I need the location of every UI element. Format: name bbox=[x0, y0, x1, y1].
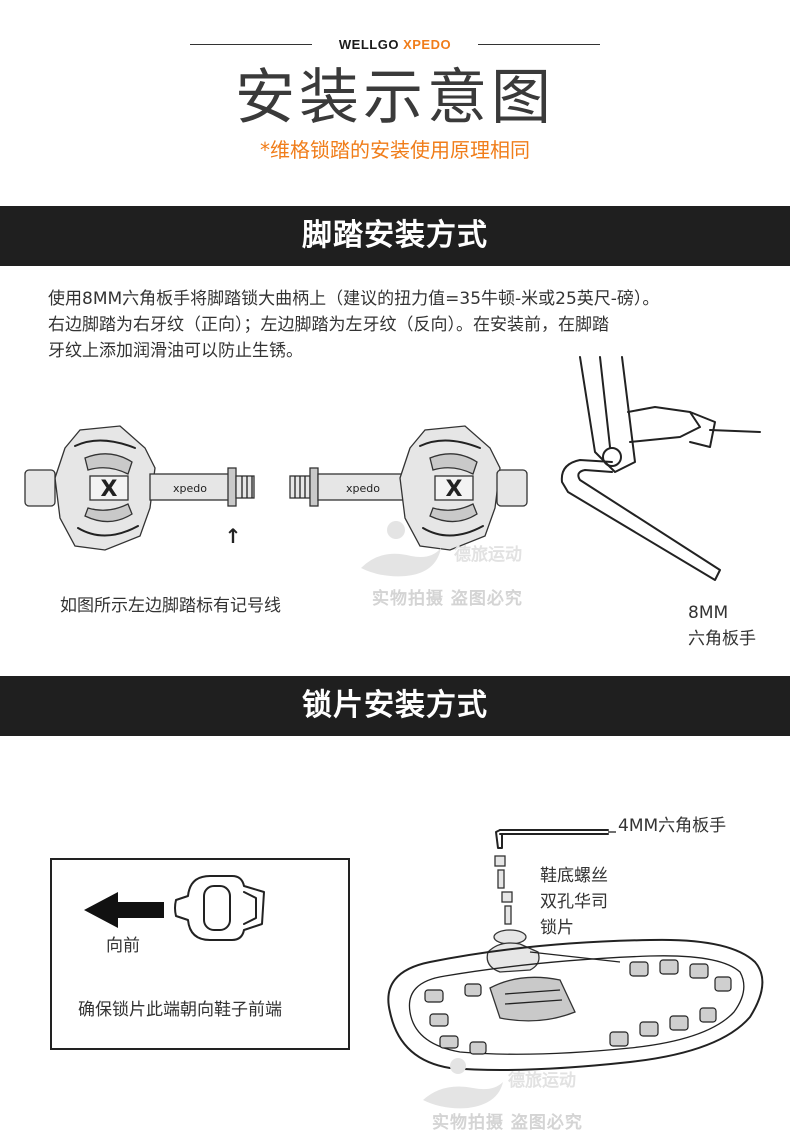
pedal-instructions-line1: 使用8MM六角板手将脚踏锁大曲柄上（建议的扭力值=35牛顿-米或25英尺-磅）。 bbox=[48, 289, 660, 309]
right-pedal-illustration: X xpedo bbox=[289, 425, 528, 551]
wrench-4mm-label: 4MM六角板手 bbox=[618, 816, 727, 836]
watermark-brand-1: 德旅运动 bbox=[454, 545, 522, 565]
pedal-instructions: 使用8MM六角板手将脚踏锁大曲柄上（建议的扭力值=35牛顿-米或25英尺-磅）。… bbox=[48, 286, 768, 364]
forward-label: 向前 bbox=[106, 936, 140, 956]
left-pedal-illustration: X xpedo ↑ bbox=[24, 425, 255, 551]
brand-rule-left bbox=[190, 44, 312, 45]
cleat-label: 锁片 bbox=[540, 918, 574, 938]
pedal-section-heading: 脚踏安装方式 bbox=[0, 206, 790, 266]
pedal-instructions-line2: 右边脚踏为右牙纹（正向）；左边脚踏为左牙纹（反向）。在安装前，在脚踏 bbox=[48, 315, 609, 335]
cleat-top-icon bbox=[174, 875, 265, 941]
forward-arrow-icon bbox=[84, 892, 164, 928]
wrench-8mm-label: 8MM 六角板手 bbox=[688, 600, 756, 652]
cleat-orientation-box bbox=[50, 858, 350, 1050]
left-pedal-logo: X bbox=[101, 477, 118, 502]
screw-label: 鞋底螺丝 bbox=[540, 866, 608, 886]
right-pedal-logo: X bbox=[446, 477, 463, 502]
page-title: 安装示意图 bbox=[235, 63, 555, 133]
brand-wellgo: WELLGO bbox=[338, 37, 399, 52]
brand-rule-right bbox=[478, 44, 600, 45]
watermark-cyclist-icon-2 bbox=[423, 1058, 503, 1109]
watermark-cyclist-icon bbox=[361, 521, 441, 577]
brand-logo: WELLGO XPEDO bbox=[0, 37, 790, 52]
right-axle-brand: xpedo bbox=[346, 482, 380, 495]
wrench-8mm-label-line2: 六角板手 bbox=[688, 629, 756, 649]
watermark-notice-1: 实物拍摄 盗图必究 bbox=[372, 589, 523, 609]
shoe-sole-illustration bbox=[387, 829, 764, 1071]
watermark-notice-2: 实物拍摄 盗图必究 bbox=[432, 1113, 583, 1133]
wrench-8mm-label-line1: 8MM bbox=[688, 603, 729, 623]
marker-arrow-icon: ↑ bbox=[225, 524, 242, 548]
cleat-caption: 确保锁片此端朝向鞋子前端 bbox=[78, 1000, 282, 1020]
marker-caption: 如图所示左边脚踏标有记号线 bbox=[60, 596, 281, 616]
crank-wrench-illustration bbox=[560, 356, 761, 581]
washer-label: 双孔华司 bbox=[540, 892, 608, 912]
cleat-section-heading: 锁片安装方式 bbox=[0, 676, 790, 736]
watermark-brand-2: 德旅运动 bbox=[508, 1071, 576, 1091]
pedal-instructions-line3: 牙纹上添加润滑油可以防止生锈。 bbox=[48, 341, 303, 361]
brand-xpedo: XPEDO bbox=[403, 37, 452, 52]
left-axle-brand: xpedo bbox=[173, 482, 207, 495]
page-subtitle: *维格锁踏的安装使用原理相同 bbox=[260, 138, 530, 162]
